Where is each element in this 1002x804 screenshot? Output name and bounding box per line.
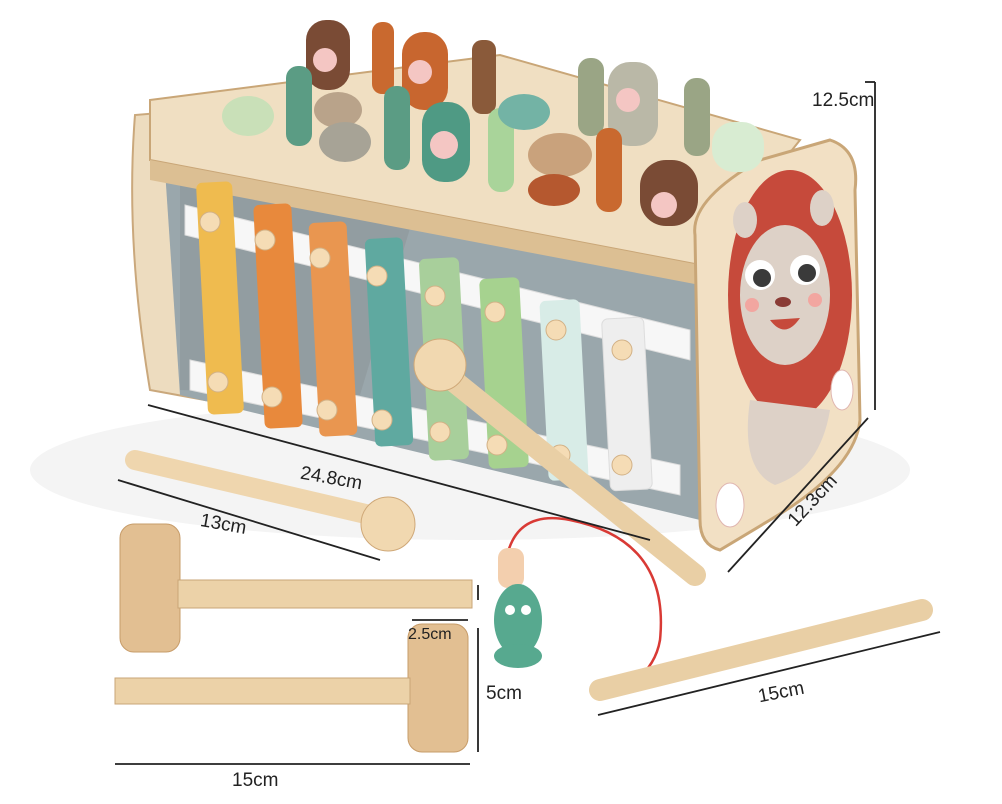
fishing-rod — [506, 516, 933, 701]
hammer-bottom — [114, 623, 469, 753]
loose-mallet — [125, 450, 416, 552]
fish-figure — [494, 548, 542, 668]
hammer-top — [119, 523, 473, 653]
xylophone-mallet — [413, 338, 706, 586]
height-dimension-label: 12.5cm — [812, 90, 875, 111]
hammer-length-label: 15cm — [232, 770, 279, 791]
lion-illustration — [715, 170, 854, 528]
mole-figures — [222, 20, 764, 226]
hammer-head-width-label: 2.5cm — [408, 626, 452, 643]
dimension-lines — [115, 81, 941, 765]
hammer-head-height-label: 5cm — [486, 683, 522, 704]
